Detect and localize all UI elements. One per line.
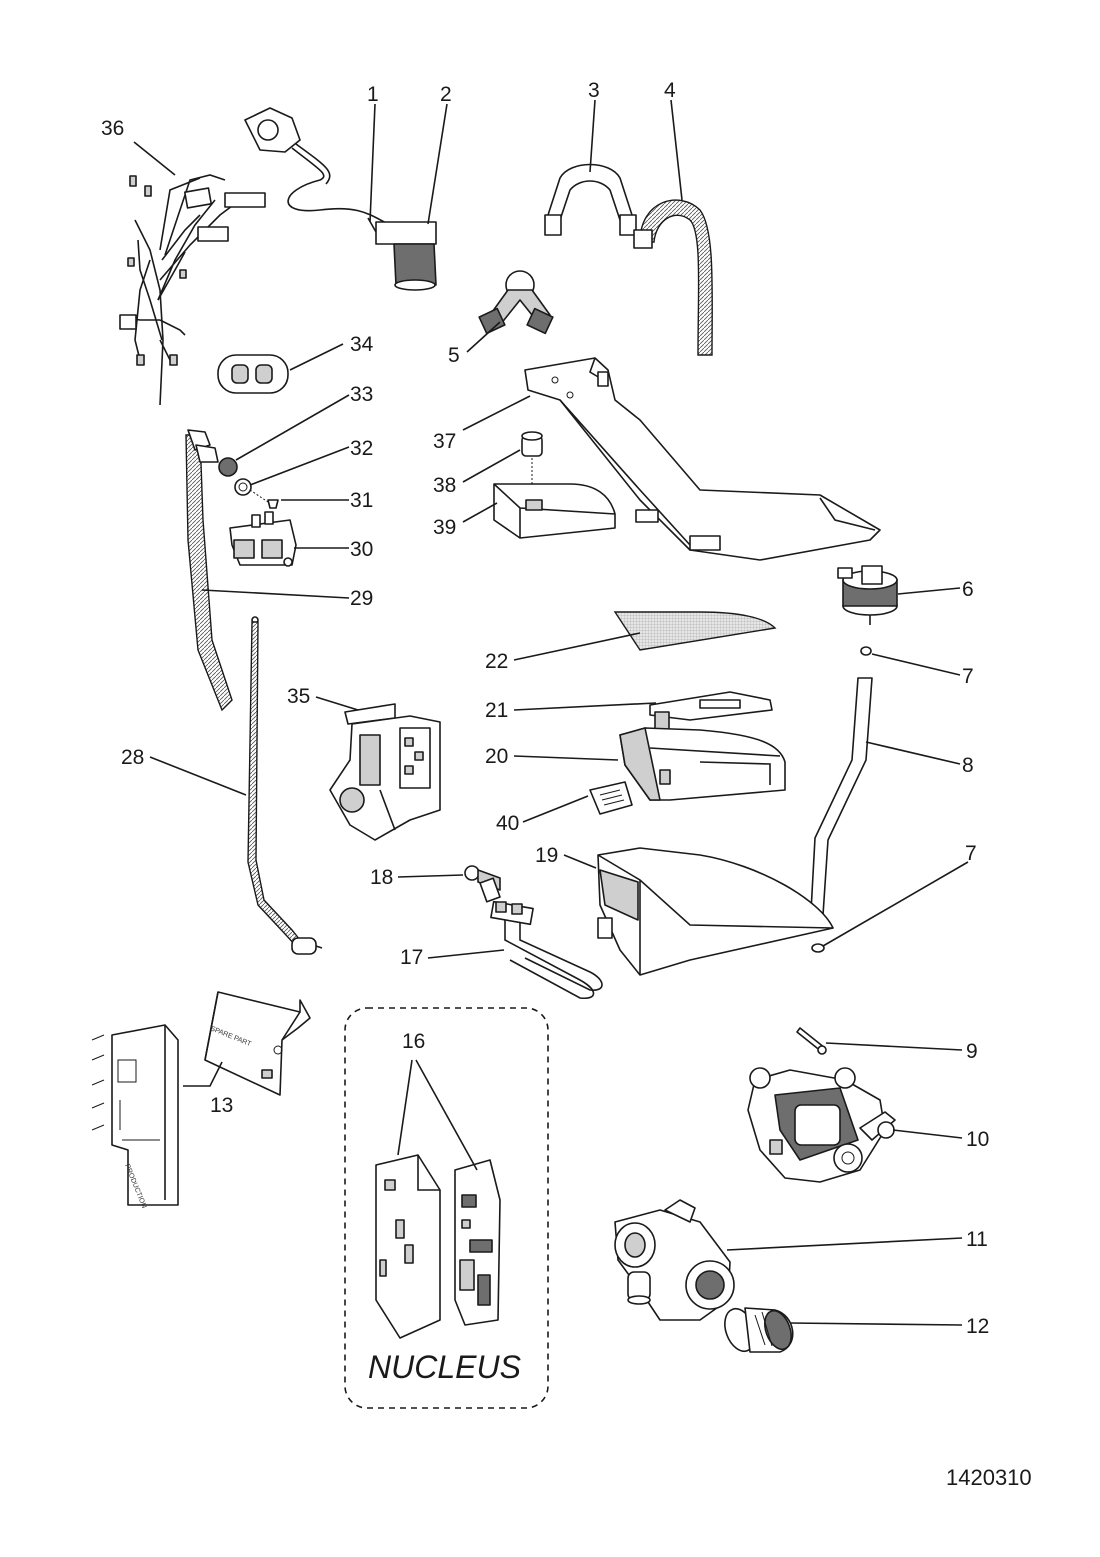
- dispenser-cover-part: [613, 611, 777, 651]
- callout-36: 36: [101, 117, 124, 140]
- callout-11: 11: [966, 1228, 988, 1251]
- siphon-part: [649, 691, 773, 735]
- callout-17: 17: [400, 946, 423, 969]
- clamp-ring-upper-part: [860, 646, 872, 656]
- callout-5: 5: [448, 344, 460, 367]
- callout-12: 12: [966, 1315, 989, 1338]
- heating-element-part: [490, 900, 603, 1000]
- drain-pump-part: [614, 1199, 735, 1321]
- callout-38: 38: [433, 474, 456, 497]
- callout-33: 33: [350, 383, 373, 406]
- callout-34: 34: [350, 333, 374, 356]
- callout-37: 37: [433, 430, 456, 453]
- grommet-part: [217, 354, 289, 394]
- callout-31: 31: [350, 489, 373, 512]
- dispenser-housing-part: [597, 847, 834, 976]
- drain-hose-part: [633, 199, 713, 356]
- callout-10: 10: [966, 1128, 989, 1151]
- float-tray-part: [493, 483, 616, 539]
- callout-35: 35: [287, 685, 310, 708]
- small-cap-part: [249, 489, 279, 509]
- callout-8: 8: [962, 754, 974, 777]
- seal-ring-part: [234, 478, 252, 496]
- callout-22: 22: [485, 650, 508, 673]
- spare-part-label-part: SPARE PART: [204, 991, 311, 1096]
- y-connector-part: [478, 270, 554, 335]
- nucleus-group: NUCLEUS: [344, 1007, 549, 1409]
- motor-part: [747, 1067, 896, 1183]
- pressure-switch-part: [837, 565, 898, 625]
- callout-21: 21: [485, 699, 508, 722]
- callout-19: 19: [535, 844, 558, 867]
- wiring-harness-part: [119, 174, 266, 406]
- interference-filter-part: [367, 217, 437, 291]
- production-label-part: PRODUCTION: [91, 1024, 179, 1209]
- callout-2: 2: [440, 83, 452, 106]
- callout-labels: 1 2 3 4 5 6 7 8 7 9 10 11 12 13 16 17 18…: [101, 79, 989, 1338]
- pump-filter-part: [724, 1307, 794, 1353]
- door-lock-part: [329, 703, 441, 841]
- drawer-insert-part: [589, 781, 633, 815]
- temperature-sensor-part: [464, 865, 501, 903]
- callout-18: 18: [370, 866, 393, 889]
- callout-32: 32: [350, 437, 373, 460]
- callout-7-upper: 7: [962, 665, 974, 688]
- callout-30: 30: [350, 538, 373, 561]
- callout-4: 4: [664, 79, 676, 102]
- callout-29: 29: [350, 587, 373, 610]
- callout-9: 9: [966, 1040, 978, 1063]
- callout-1: 1: [367, 83, 379, 106]
- pressure-hose-part: [185, 429, 233, 712]
- callout-3: 3: [588, 79, 600, 102]
- air-tube-part: [809, 677, 873, 931]
- callout-20: 20: [485, 745, 508, 768]
- callout-6: 6: [962, 578, 974, 601]
- nucleus-label: NUCLEUS: [368, 1349, 521, 1385]
- callout-13: 13: [210, 1094, 233, 1117]
- screw-part: [796, 1027, 827, 1055]
- callout-39: 39: [433, 516, 456, 539]
- clamp-ring-lower-part: [811, 943, 825, 953]
- pressure-switch-block-part: [229, 511, 297, 567]
- mains-cable-part: [244, 107, 391, 226]
- detergent-drawer-part: [619, 727, 786, 801]
- top-bracket-part: [524, 357, 881, 561]
- earth-cable-part: [247, 616, 323, 955]
- filter-ring-part: [218, 457, 238, 477]
- hose-support-part: [544, 163, 637, 236]
- leader-lines: [133, 99, 969, 1326]
- callout-7-lower: 7: [965, 842, 977, 865]
- callout-40: 40: [496, 812, 519, 835]
- callout-16: 16: [402, 1030, 425, 1053]
- document-number: 1420310: [946, 1465, 1032, 1490]
- float-part: [521, 431, 543, 505]
- callout-28: 28: [121, 746, 144, 769]
